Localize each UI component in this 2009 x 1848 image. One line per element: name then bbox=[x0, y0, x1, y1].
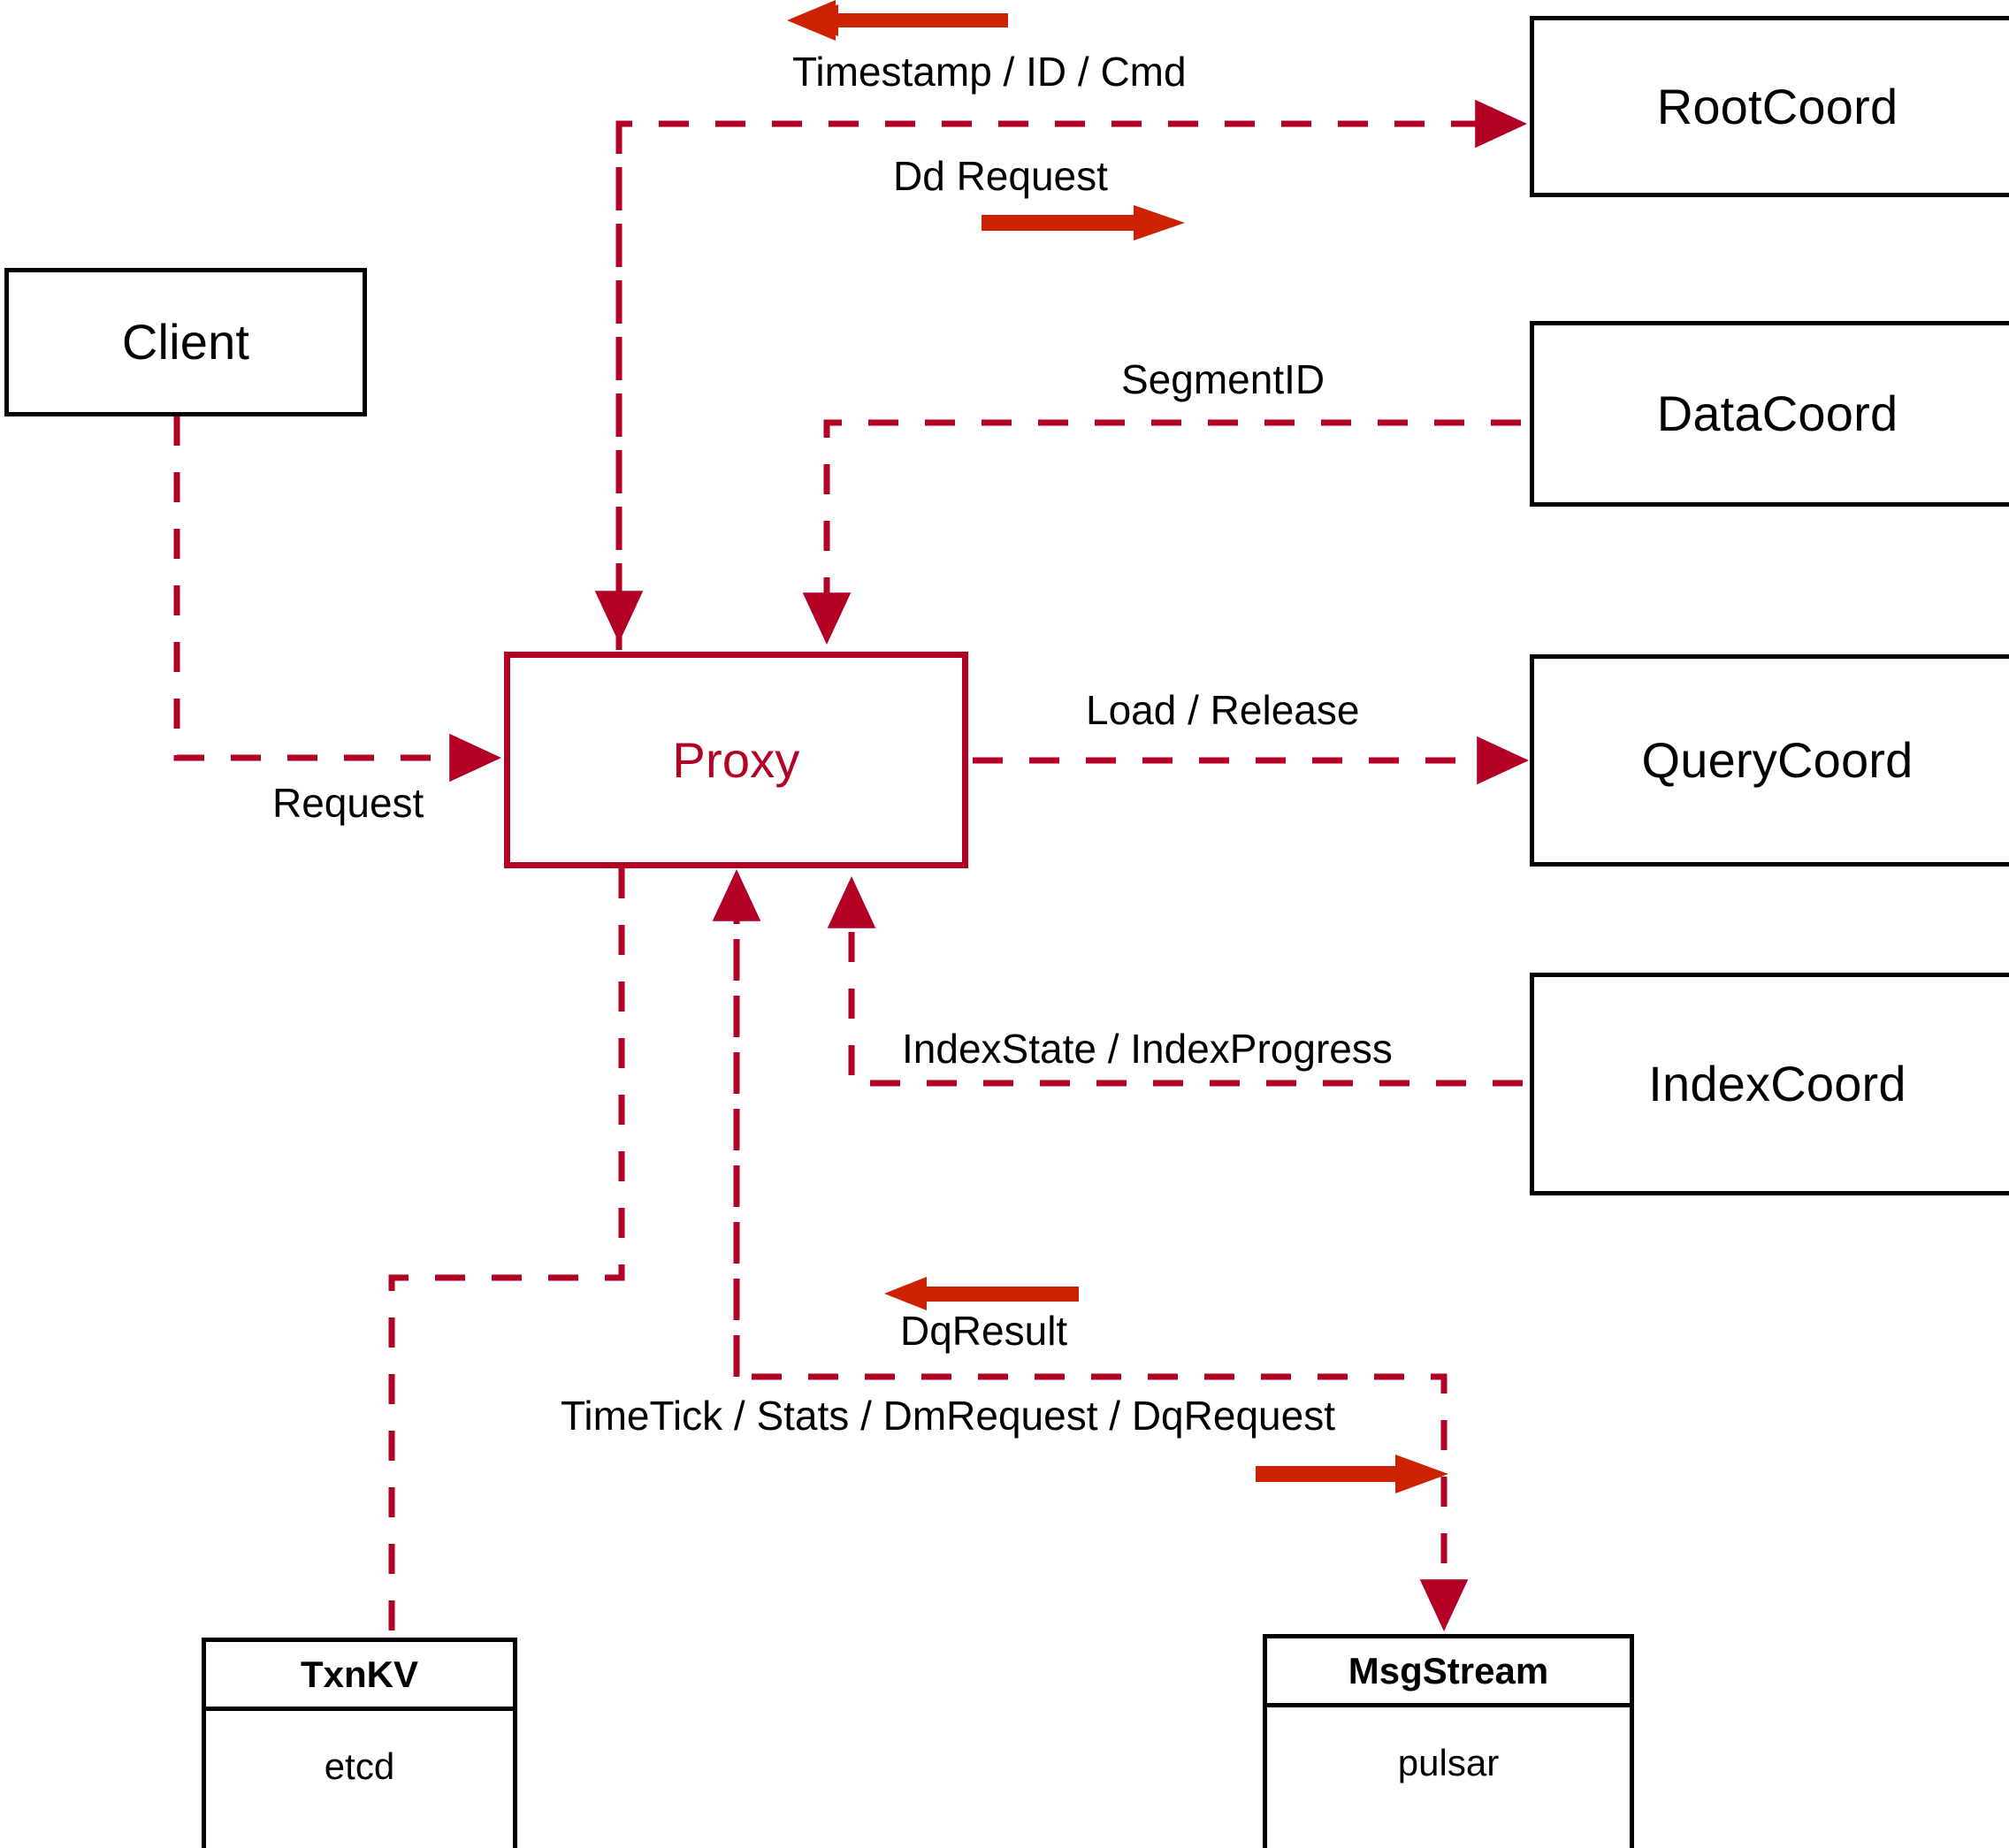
node-msgstream-title: MsgStream bbox=[1267, 1638, 1630, 1707]
edge-label-timestamp-id-cmd: Timestamp / ID / Cmd bbox=[792, 49, 1187, 95]
edge-label-load-release: Load / Release bbox=[1086, 687, 1360, 733]
edge-label-timetick-stats: TimeTick / Stats / DmRequest / DqRequest bbox=[561, 1393, 1335, 1439]
edge-proxy-to-rootcoord bbox=[594, 99, 1527, 650]
edge-label-index-state-progress: IndexState / IndexProgress bbox=[902, 1026, 1393, 1072]
node-client-label: Client bbox=[121, 314, 250, 370]
node-txnkv-impl: etcd bbox=[324, 1745, 395, 1787]
node-rootcoord[interactable]: RootCoord bbox=[1530, 16, 2009, 197]
edge-label-dd-request: Dd Request bbox=[893, 153, 1108, 199]
edge-label-request: Request bbox=[272, 780, 424, 826]
node-msgstream[interactable]: MsgStream pulsar bbox=[1263, 1634, 1634, 1848]
edge-client-to-proxy bbox=[173, 416, 501, 783]
arrow-right-icon-timetick bbox=[1256, 1455, 1448, 1493]
edge-proxy-msgstream bbox=[712, 869, 1469, 1631]
node-rootcoord-label: RootCoord bbox=[1656, 78, 1898, 134]
node-indexcoord[interactable]: IndexCoord bbox=[1530, 973, 2009, 1195]
node-proxy-label: Proxy bbox=[672, 731, 800, 788]
node-txnkv-title: TxnKV bbox=[206, 1642, 513, 1711]
node-querycoord[interactable]: QueryCoord bbox=[1530, 654, 2009, 867]
node-txnkv[interactable]: TxnKV etcd bbox=[202, 1638, 517, 1848]
node-datacoord-label: DataCoord bbox=[1656, 386, 1898, 441]
node-proxy[interactable]: Proxy bbox=[504, 652, 968, 868]
edge-label-dq-result: DqResult bbox=[900, 1308, 1068, 1354]
node-msgstream-impl: pulsar bbox=[1397, 1742, 1500, 1783]
arrow-left-icon-dq-result bbox=[884, 1277, 1079, 1310]
arrow-left-icon-timestamp bbox=[787, 0, 1008, 41]
edge-proxy-to-txnkv bbox=[388, 868, 625, 1638]
edge-label-segment-id: SegmentID bbox=[1121, 356, 1325, 402]
node-indexcoord-label: IndexCoord bbox=[1648, 1056, 1906, 1111]
arrow-right-icon-dd-request bbox=[982, 205, 1185, 241]
node-querycoord-label: QueryCoord bbox=[1641, 732, 1914, 788]
node-client[interactable]: Client bbox=[4, 268, 367, 416]
edge-datacoord-to-proxy bbox=[802, 419, 1521, 645]
node-datacoord[interactable]: DataCoord bbox=[1530, 321, 2009, 507]
